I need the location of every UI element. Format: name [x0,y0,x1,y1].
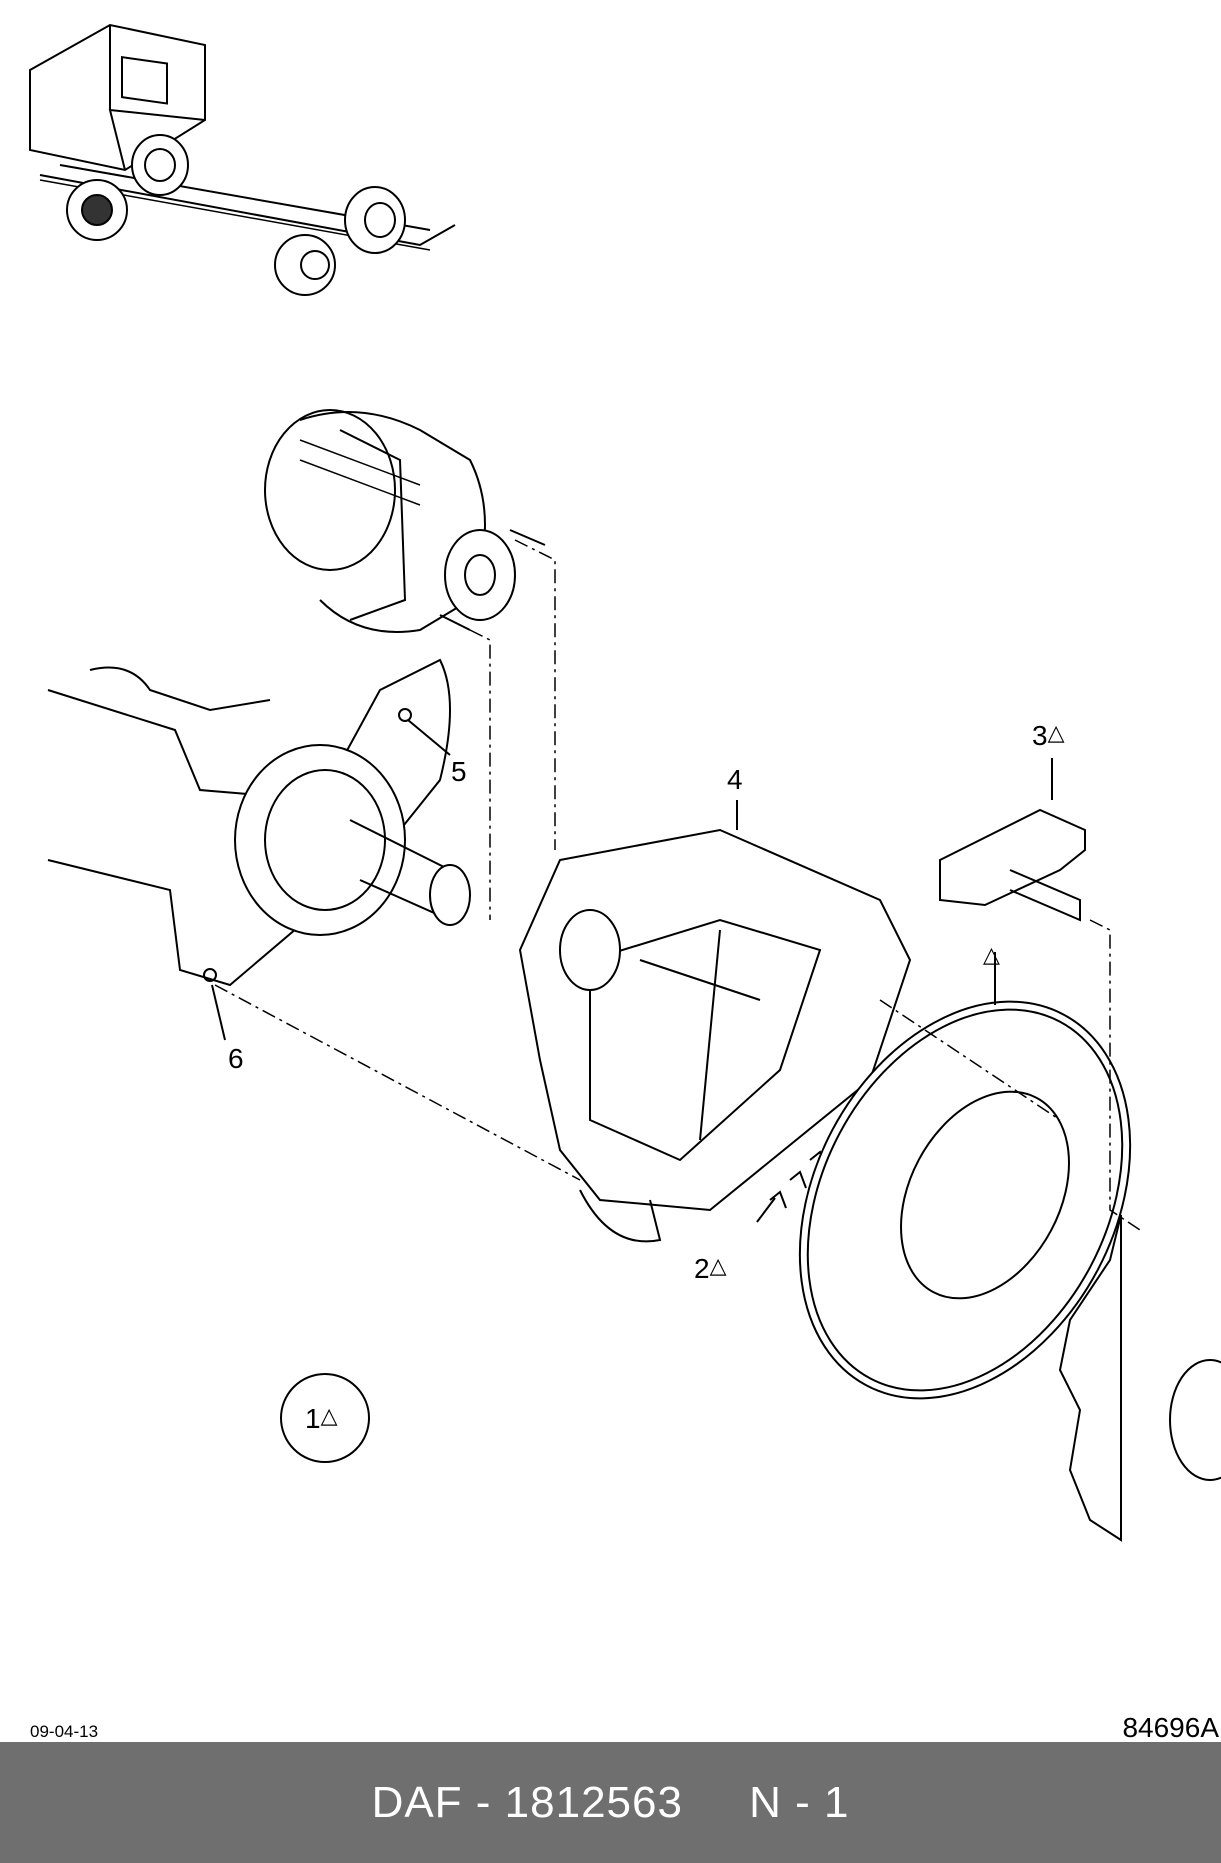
drawing-number: 84696A [1122,1712,1219,1743]
wheel-hub [1058,1214,1221,1542]
brake-caliper [518,828,912,1243]
truck-thumbnail [29,23,456,296]
callout-2-number: 2 [694,1253,710,1284]
triangle-icon: △ [320,1403,338,1428]
callout-3: 3△ [1032,722,1065,750]
exploded-brake-diagram [29,23,1221,1542]
callout-5: 5 [451,756,467,787]
footer-bar: DAF - 1812563 N - 1 [0,1742,1221,1863]
callout-6: 6 [228,1043,244,1074]
leader-lines [211,719,1053,1223]
axle-knuckle [47,658,471,987]
callout-1-circle: 1△ [280,1373,370,1463]
callout-1: 1△ [305,1405,338,1433]
triangle-icon: △ [709,1253,727,1278]
brake-disc [798,1000,1132,1400]
disc-marker: △ [983,944,1000,972]
callout-1-number: 1 [305,1403,321,1434]
triangle-icon: △ [983,942,1000,967]
brake-chamber [264,409,546,633]
footer-part-number: DAF - 1812563 N - 1 [371,1777,850,1827]
wear-indicator-bracket [939,808,1086,922]
alignment-lines [214,539,1141,1231]
callout-2: 2△ [694,1255,727,1283]
callout-3-number: 3 [1032,720,1048,751]
callout-4: 4 [727,764,743,795]
drawing-date: 09-04-13 [30,1722,99,1741]
triangle-icon: △ [1047,720,1065,745]
